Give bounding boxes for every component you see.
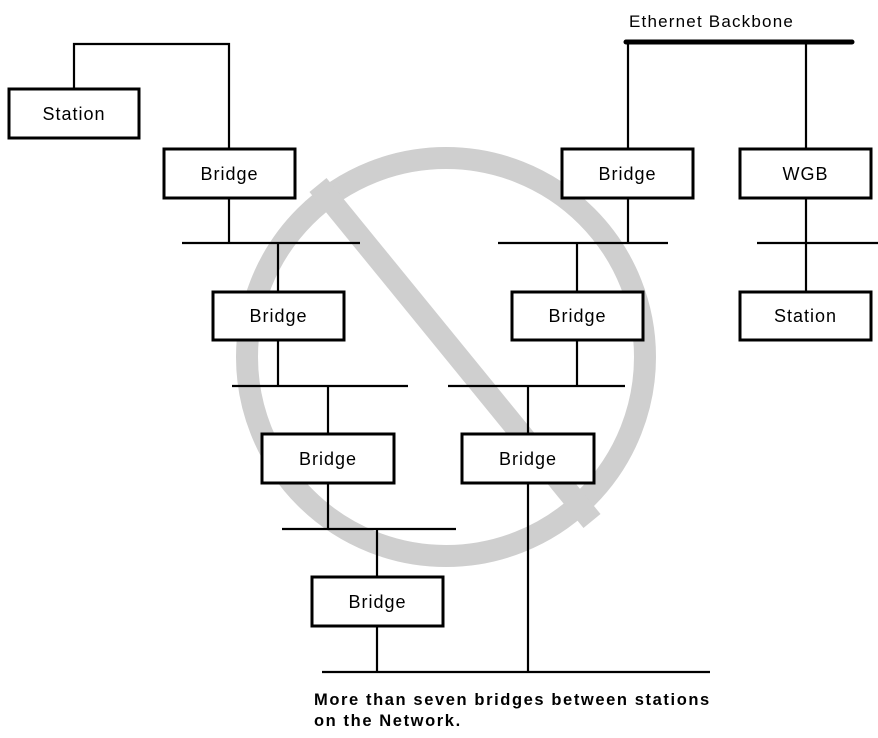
- backbone-label: Ethernet Backbone: [629, 12, 794, 31]
- prohibition-sign: [236, 147, 656, 567]
- wgb-box: [738, 147, 873, 200]
- wgb-label: WGB: [783, 164, 829, 184]
- ethernet-backbone: Ethernet Backbone: [623, 12, 855, 45]
- bridge-box: [510, 290, 645, 342]
- node-bridge-4: Bridge: [310, 575, 445, 628]
- station-label: Station: [42, 104, 105, 124]
- connection-lines: [72, 42, 878, 674]
- node-station-top-left: Station: [7, 87, 141, 140]
- node-bridge-1: Bridge: [162, 147, 297, 200]
- bridge-label: Bridge: [299, 449, 357, 469]
- bridge-label: Bridge: [499, 449, 557, 469]
- node-bridge-2: Bridge: [211, 290, 346, 342]
- bridge-box: [560, 147, 695, 200]
- caption-line-1: More than seven bridges between stations: [314, 691, 711, 709]
- node-bridge-3: Bridge: [260, 432, 396, 485]
- bridge-box: [310, 575, 445, 628]
- bridge-box: [211, 290, 346, 342]
- station-box: [7, 87, 141, 140]
- bridge-label: Bridge: [548, 306, 606, 326]
- bridge-label: Bridge: [200, 164, 258, 184]
- node-station-right: Station: [738, 290, 873, 342]
- bridge-label: Bridge: [598, 164, 656, 184]
- node-bridge-7: Bridge: [460, 432, 596, 485]
- caption-line-2: on the Network.: [314, 712, 462, 730]
- bridge-label: Bridge: [249, 306, 307, 326]
- bridge-box: [460, 432, 596, 485]
- prohibition-circle: [236, 147, 656, 567]
- caption: More than seven bridges between stations…: [314, 691, 711, 730]
- node-bridge-backbone: Bridge: [560, 147, 695, 200]
- bridge-label: Bridge: [348, 592, 406, 612]
- station-label: Station: [774, 306, 837, 326]
- bridge-box: [162, 147, 297, 200]
- node-wgb: WGB: [738, 147, 873, 200]
- station-box: [738, 290, 873, 342]
- bridge-box: [260, 432, 396, 485]
- link-station-bridge1: [72, 42, 231, 149]
- node-bridge-6: Bridge: [510, 290, 645, 342]
